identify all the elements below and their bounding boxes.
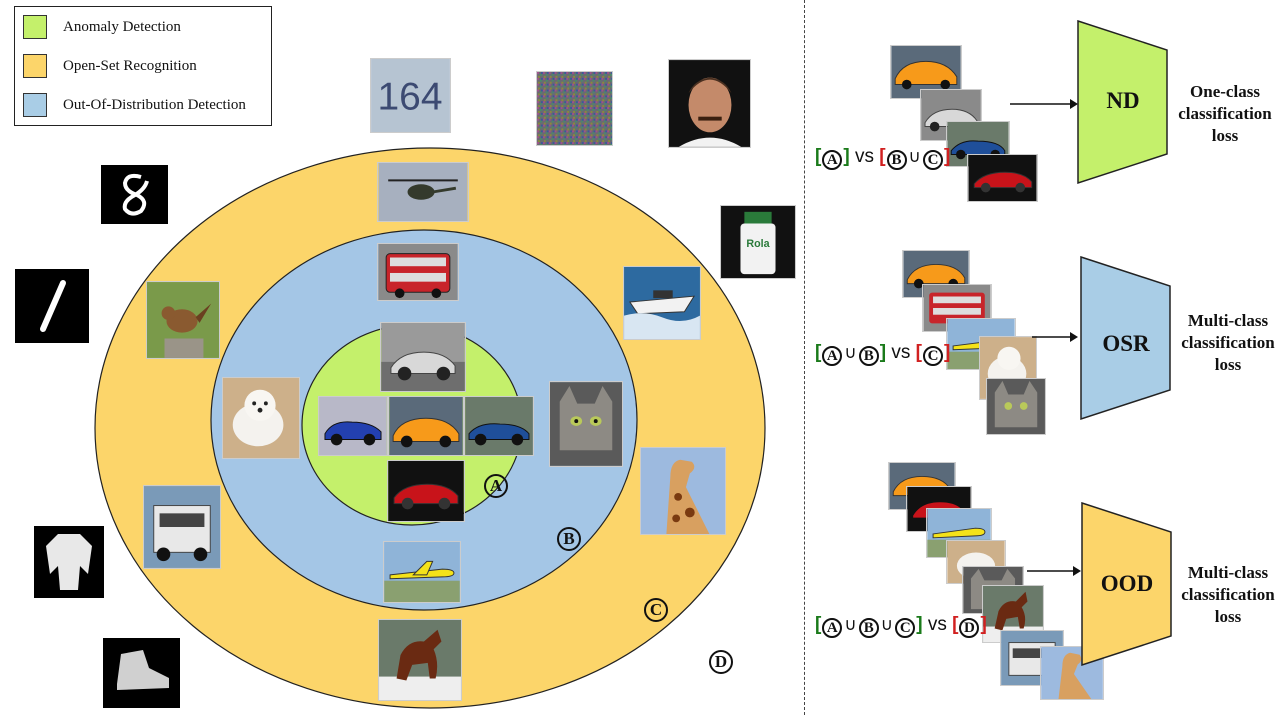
ood-formula: [A∪B∪C] vs [D] <box>815 614 987 638</box>
class-b-symbol: B <box>886 150 907 170</box>
horse-thumb <box>378 619 462 701</box>
union-symbol: ∪ <box>844 343 857 362</box>
region-badge-b: B <box>557 527 581 551</box>
mnist-one-thumb <box>15 269 89 343</box>
class-b-symbol: B <box>858 618 879 638</box>
osr-model-label: OSR <box>1102 331 1150 356</box>
class-a-symbol: A <box>822 150 843 170</box>
legend-label: Open-Set Recognition <box>63 57 197 74</box>
fashion-sneaker-thumb <box>103 638 180 708</box>
osr-model-trapezoid: OSR <box>1080 256 1171 421</box>
helicopter-thumb <box>377 162 469 222</box>
svhn-digits-thumb: 164 <box>370 58 451 133</box>
osr-arrow <box>1032 332 1078 342</box>
truck-thumb <box>143 485 221 569</box>
ood-model-trapezoid: OOD <box>1081 502 1172 667</box>
ood-loss-label: Multi-class classification loss <box>1181 563 1275 626</box>
union-symbol: ∪ <box>880 615 894 634</box>
legend-item-ood-detection: Out-Of-Distribution Detection <box>23 92 246 118</box>
noise-thumb <box>536 71 613 146</box>
osr-loss-label: Multi-class classification loss <box>1181 311 1275 374</box>
legend-swatch <box>23 15 47 39</box>
nd-model-label: ND <box>1106 88 1139 113</box>
fashion-shirt-thumb <box>34 526 104 598</box>
class-a-symbol: A <box>822 346 843 366</box>
legend-label: Anomaly Detection <box>63 18 181 35</box>
region-badge-d: D <box>709 650 733 674</box>
legend-label: Out-Of-Distribution Detection <box>63 96 246 113</box>
car-thumb-blue-convertible <box>464 396 534 456</box>
vs-text: vs <box>854 146 874 167</box>
union-symbol: ∪ <box>844 615 857 634</box>
legend-item-anomaly-detection: Anomaly Detection <box>23 14 181 40</box>
dog-thumb <box>222 377 300 459</box>
class-b-symbol: B <box>858 346 879 366</box>
nd-loss-label: One-class classification loss <box>1178 82 1272 145</box>
class-c-symbol: C <box>895 618 916 638</box>
nd-stack-car-4 <box>967 154 1038 202</box>
osr-formula: [A∪B] vs [C] <box>815 342 951 366</box>
nd-formula: [A] vs [B∪C] <box>815 146 951 170</box>
car-thumb-red-bottom <box>387 460 465 522</box>
car-thumb-orange-center <box>388 396 464 456</box>
region-badge-a: A <box>484 474 508 498</box>
bottle-label-text: Rola <box>746 238 770 250</box>
nd-arrow <box>1010 99 1078 109</box>
cat-thumb <box>549 381 623 467</box>
giraffe-thumb <box>640 447 726 535</box>
class-a-symbol: A <box>822 618 843 638</box>
panel-divider <box>804 0 805 715</box>
osr-stack-cat <box>986 378 1046 435</box>
face-thumb <box>668 59 751 148</box>
class-c-symbol: C <box>923 150 943 170</box>
class-c-symbol: C <box>923 346 943 366</box>
airplane-thumb <box>383 541 461 603</box>
class-d-symbol: D <box>959 618 980 638</box>
vs-text: vs <box>927 614 947 635</box>
ood-model-label: OOD <box>1101 571 1153 596</box>
bird-thumb <box>146 281 220 359</box>
svhn-digits-text: 164 <box>378 76 443 119</box>
mnist-eight-thumb <box>101 165 168 224</box>
union-symbol: ∪ <box>908 147 921 166</box>
legend: Anomaly Detection Open-Set Recognition O… <box>14 6 272 126</box>
bus-thumb <box>377 243 459 301</box>
legend-swatch <box>23 54 47 78</box>
ood-arrow <box>1027 566 1081 576</box>
region-badge-c: C <box>644 598 668 622</box>
legend-swatch <box>23 93 47 117</box>
legend-item-open-set-recognition: Open-Set Recognition <box>23 53 197 79</box>
boat-thumb <box>623 266 701 340</box>
bottle-thumb: Rola <box>720 205 796 279</box>
car-thumb-blue-cobra <box>318 396 388 456</box>
car-thumb-silver-top <box>380 322 466 392</box>
nd-model-trapezoid: ND <box>1077 20 1168 185</box>
vs-text: vs <box>891 342 911 363</box>
